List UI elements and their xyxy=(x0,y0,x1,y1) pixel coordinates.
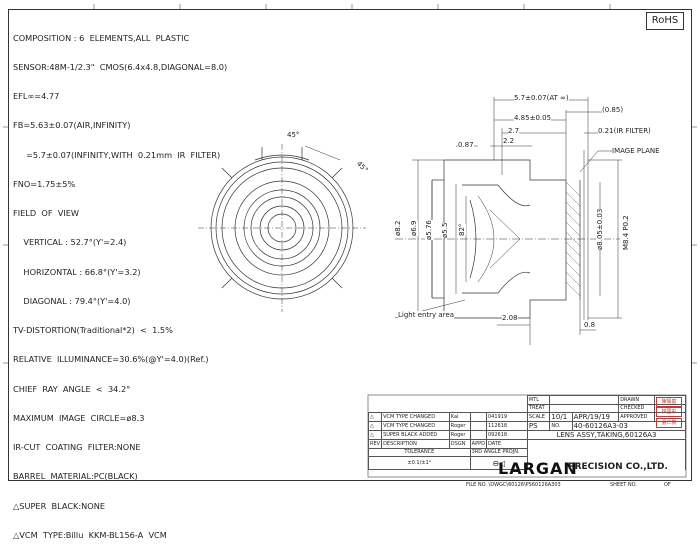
approved-label: APPROVED xyxy=(618,412,655,422)
spec-line: DIAGONAL : 79.4°(Y'=4.0) xyxy=(13,295,131,306)
rev-desc: VCM TYPE CHANGED xyxy=(381,421,450,431)
rohs-mark: RoHS xyxy=(646,12,684,30)
ps-label: PS xyxy=(526,421,551,431)
spec-line: =5.7±0.07(INFINITY,WITH 0.21mm IR FILTER… xyxy=(13,149,221,160)
drawing-linework xyxy=(3,4,697,478)
spec-line: TV-DISTORTION(Traditional*2) < 1.5% xyxy=(13,325,173,335)
mtl-label: MTL xyxy=(526,395,551,405)
no-label: NO. xyxy=(549,421,573,431)
side-view xyxy=(394,97,640,345)
rev-head: APPD xyxy=(469,439,487,449)
dim-label: 2.08 xyxy=(502,314,518,322)
company-logo: LARGAN xyxy=(498,459,578,478)
dim-label: (0.85) xyxy=(602,106,624,114)
dim-label: ø8.05±0.03 xyxy=(596,208,604,250)
stamp-drawn: 陳陽庭 xyxy=(656,397,682,407)
dim-label: 4.85±0.05 xyxy=(514,114,552,122)
date-value: APR/19/19 xyxy=(571,412,620,422)
spec-line: CHIEF RAY ANGLE < 34.2° xyxy=(13,383,131,394)
spec-line: BARREL MATERIAL:PC(BLACK) xyxy=(13,471,138,482)
rev-date: 041919 xyxy=(485,412,528,422)
spec-line: COMPOSITION : 6 ELEMENTS,ALL PLASTIC xyxy=(13,32,190,43)
stamp-checked: 林國彩 xyxy=(656,407,682,417)
angle-label: 82° xyxy=(458,223,466,236)
treat-label: TREAT xyxy=(526,403,551,413)
projection-symbol: ⊖◁ xyxy=(469,456,528,470)
spec-notes: COMPOSITION : 6 ELEMENTS,ALL PLASTIC SEN… xyxy=(13,14,227,560)
dim-label: 2.2 xyxy=(503,137,515,145)
rev-dsgn: Roger xyxy=(448,430,471,440)
rev-desc: SUPER BLACK ADDED xyxy=(381,430,450,440)
spec-line: EFL∞=4.77 xyxy=(13,91,60,101)
dim-label: 0.87 xyxy=(458,141,474,149)
dim-label: M8.4 P0.2 xyxy=(622,215,630,250)
scale-label: SCALE xyxy=(526,412,551,422)
drawing-frame xyxy=(8,9,692,481)
third-angle-label: 3RD ANGLE PROJN. xyxy=(469,447,528,457)
of-label: OF xyxy=(664,482,671,488)
rev-date: 112618 xyxy=(485,421,528,431)
dim-label: 0.8 xyxy=(584,321,596,329)
rev-head: REV xyxy=(367,439,383,449)
light-entry-label: Light entry area xyxy=(398,311,455,319)
image-plane-label: IMAGE PLANE xyxy=(612,147,660,155)
drawing-sheet: RoHS COMPOSITION : 6 ELEMENTS,ALL PLASTI… xyxy=(3,4,697,540)
stamp-approved: 張仁賢 xyxy=(656,418,682,428)
rev-dsgn: Kai xyxy=(448,412,471,422)
spec-line: FNO=1.75±5% xyxy=(13,178,76,189)
drawn-label: DRAWN xyxy=(618,395,655,405)
spec-line: MAXIMUM IMAGE CIRCLE=ø8.3 xyxy=(13,412,145,423)
tolerance-label: TOLERANCE xyxy=(368,447,471,457)
spec-line: VERTICAL : 52.7°(Y'=2.4) xyxy=(13,237,127,248)
checked-label: CHECKED xyxy=(618,403,655,413)
spec-line: △SUPER BLACK:NONE xyxy=(13,500,106,511)
rev-date: 092618 xyxy=(485,430,528,440)
dim-label: ø5.5 xyxy=(441,222,449,238)
sheet-number: SHEET NO. xyxy=(610,482,637,488)
dim-label: 0.21(IR FILTER) xyxy=(598,127,651,135)
dim-label: 5.7±0.07(AT ∞) xyxy=(514,94,569,102)
dim-label: ø6.9 xyxy=(410,220,418,236)
spec-line: HORIZONTAL : 66.8°(Y'=3.2) xyxy=(13,266,141,277)
spec-line: FIELD OF VIEW xyxy=(13,208,80,218)
title-block: MTL DRAWN TREAT CHECKED △ VCM TYPE CHANG… xyxy=(367,395,687,477)
scale-value: 10/1 xyxy=(549,412,573,422)
rev-desc: VCM TYPE CHANGED xyxy=(381,412,450,422)
dim-label: ø8.2 xyxy=(394,220,402,236)
spec-line: SENSOR:48M-1/2.3" CMOS(6.4x4.8,DIAGONAL=… xyxy=(13,61,228,72)
rev-head: DESCRIPTION xyxy=(381,439,450,449)
spec-line: IR-CUT COATING FILTER:NONE xyxy=(13,442,141,452)
spec-line: △VCM TYPE:Billu KKM-BL156-A VCM xyxy=(13,529,167,540)
dim-label: ø5.76 xyxy=(425,220,433,240)
rev-dsgn: Roger xyxy=(448,421,471,431)
spec-line: FB=5.63±0.07(AIR,INFINITY) xyxy=(13,120,131,131)
spec-line: RELATIVE ILLUMINANCE=30.6%(@Y'=4.0)(Ref.… xyxy=(13,354,209,365)
rev-head: DATE xyxy=(485,439,528,449)
angle-label: 45° xyxy=(287,131,300,139)
company-name: PRECISION CO.,LTD. xyxy=(568,462,668,472)
drawing-title: LENS ASSY,TAKING,60126A3 xyxy=(526,430,687,440)
tolerance-value: ±0.1/±1° xyxy=(368,456,471,470)
front-view xyxy=(198,144,366,312)
rev-head: DSGN xyxy=(448,439,471,449)
dim-label: 2.7 xyxy=(508,127,520,135)
file-number: FILE NO. \DWGC\60126\PS60126A303 xyxy=(466,482,561,488)
